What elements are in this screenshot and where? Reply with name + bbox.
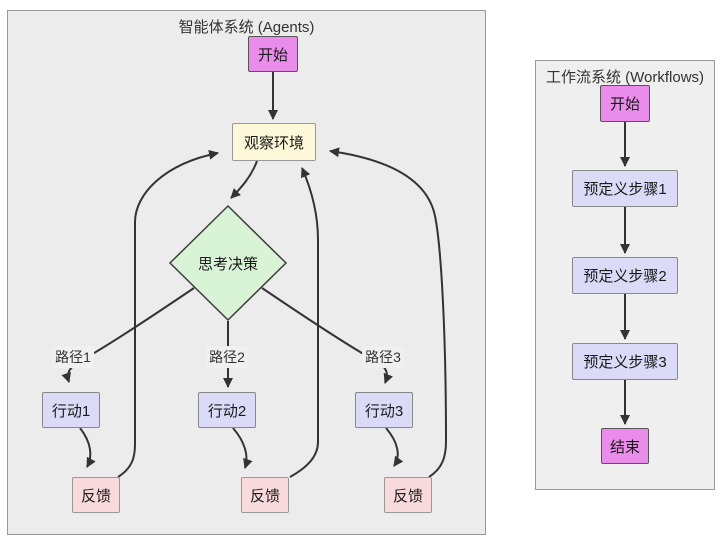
edge-label-path1: 路径1 (52, 346, 94, 368)
node-action-3-label: 行动3 (364, 402, 404, 420)
node-workflow-end: 结束 (601, 428, 649, 464)
agents-subgraph-title: 智能体系统 (Agents) (178, 19, 315, 36)
node-feedback-3-label: 反馈 (392, 487, 423, 505)
node-workflow-start-label: 开始 (609, 96, 640, 113)
node-observe-environment: 观察环境 (232, 123, 316, 161)
node-observe-environment-label: 观察环境 (243, 134, 304, 152)
node-action-3: 行动3 (355, 392, 413, 428)
node-predefined-step-2: 预定义步骤2 (572, 257, 678, 294)
node-action-1: 行动1 (42, 392, 100, 428)
node-workflow-end-label: 结束 (609, 438, 640, 456)
node-agents-start: 开始 (248, 36, 298, 72)
node-action-1-label: 行动1 (51, 402, 91, 420)
node-feedback-3: 反馈 (384, 477, 432, 513)
decision-diamond-shape (168, 204, 288, 322)
workflows-subgraph-title: 工作流系统 (Workflows) (545, 69, 705, 86)
node-agents-start-label: 开始 (257, 46, 288, 64)
node-think-decide: 思考决策 (167, 203, 289, 323)
node-predefined-step-1-label: 预定义步骤1 (583, 181, 667, 198)
node-think-decide-label: 思考决策 (197, 255, 258, 273)
node-predefined-step-3-label: 预定义步骤3 (583, 354, 667, 371)
node-action-2-label: 行动2 (207, 402, 247, 420)
node-feedback-2: 反馈 (241, 477, 289, 513)
node-predefined-step-3: 预定义步骤3 (572, 343, 678, 380)
node-feedback-1: 反馈 (72, 477, 120, 513)
edge-label-path3: 路径3 (362, 346, 404, 368)
node-predefined-step-2-label: 预定义步骤2 (583, 268, 667, 285)
node-feedback-2-label: 反馈 (249, 487, 280, 505)
edge-label-path2: 路径2 (206, 346, 248, 368)
node-predefined-step-1: 预定义步骤1 (572, 170, 678, 207)
node-workflow-start: 开始 (600, 85, 650, 122)
node-feedback-1-label: 反馈 (80, 487, 111, 505)
node-action-2: 行动2 (198, 392, 256, 428)
